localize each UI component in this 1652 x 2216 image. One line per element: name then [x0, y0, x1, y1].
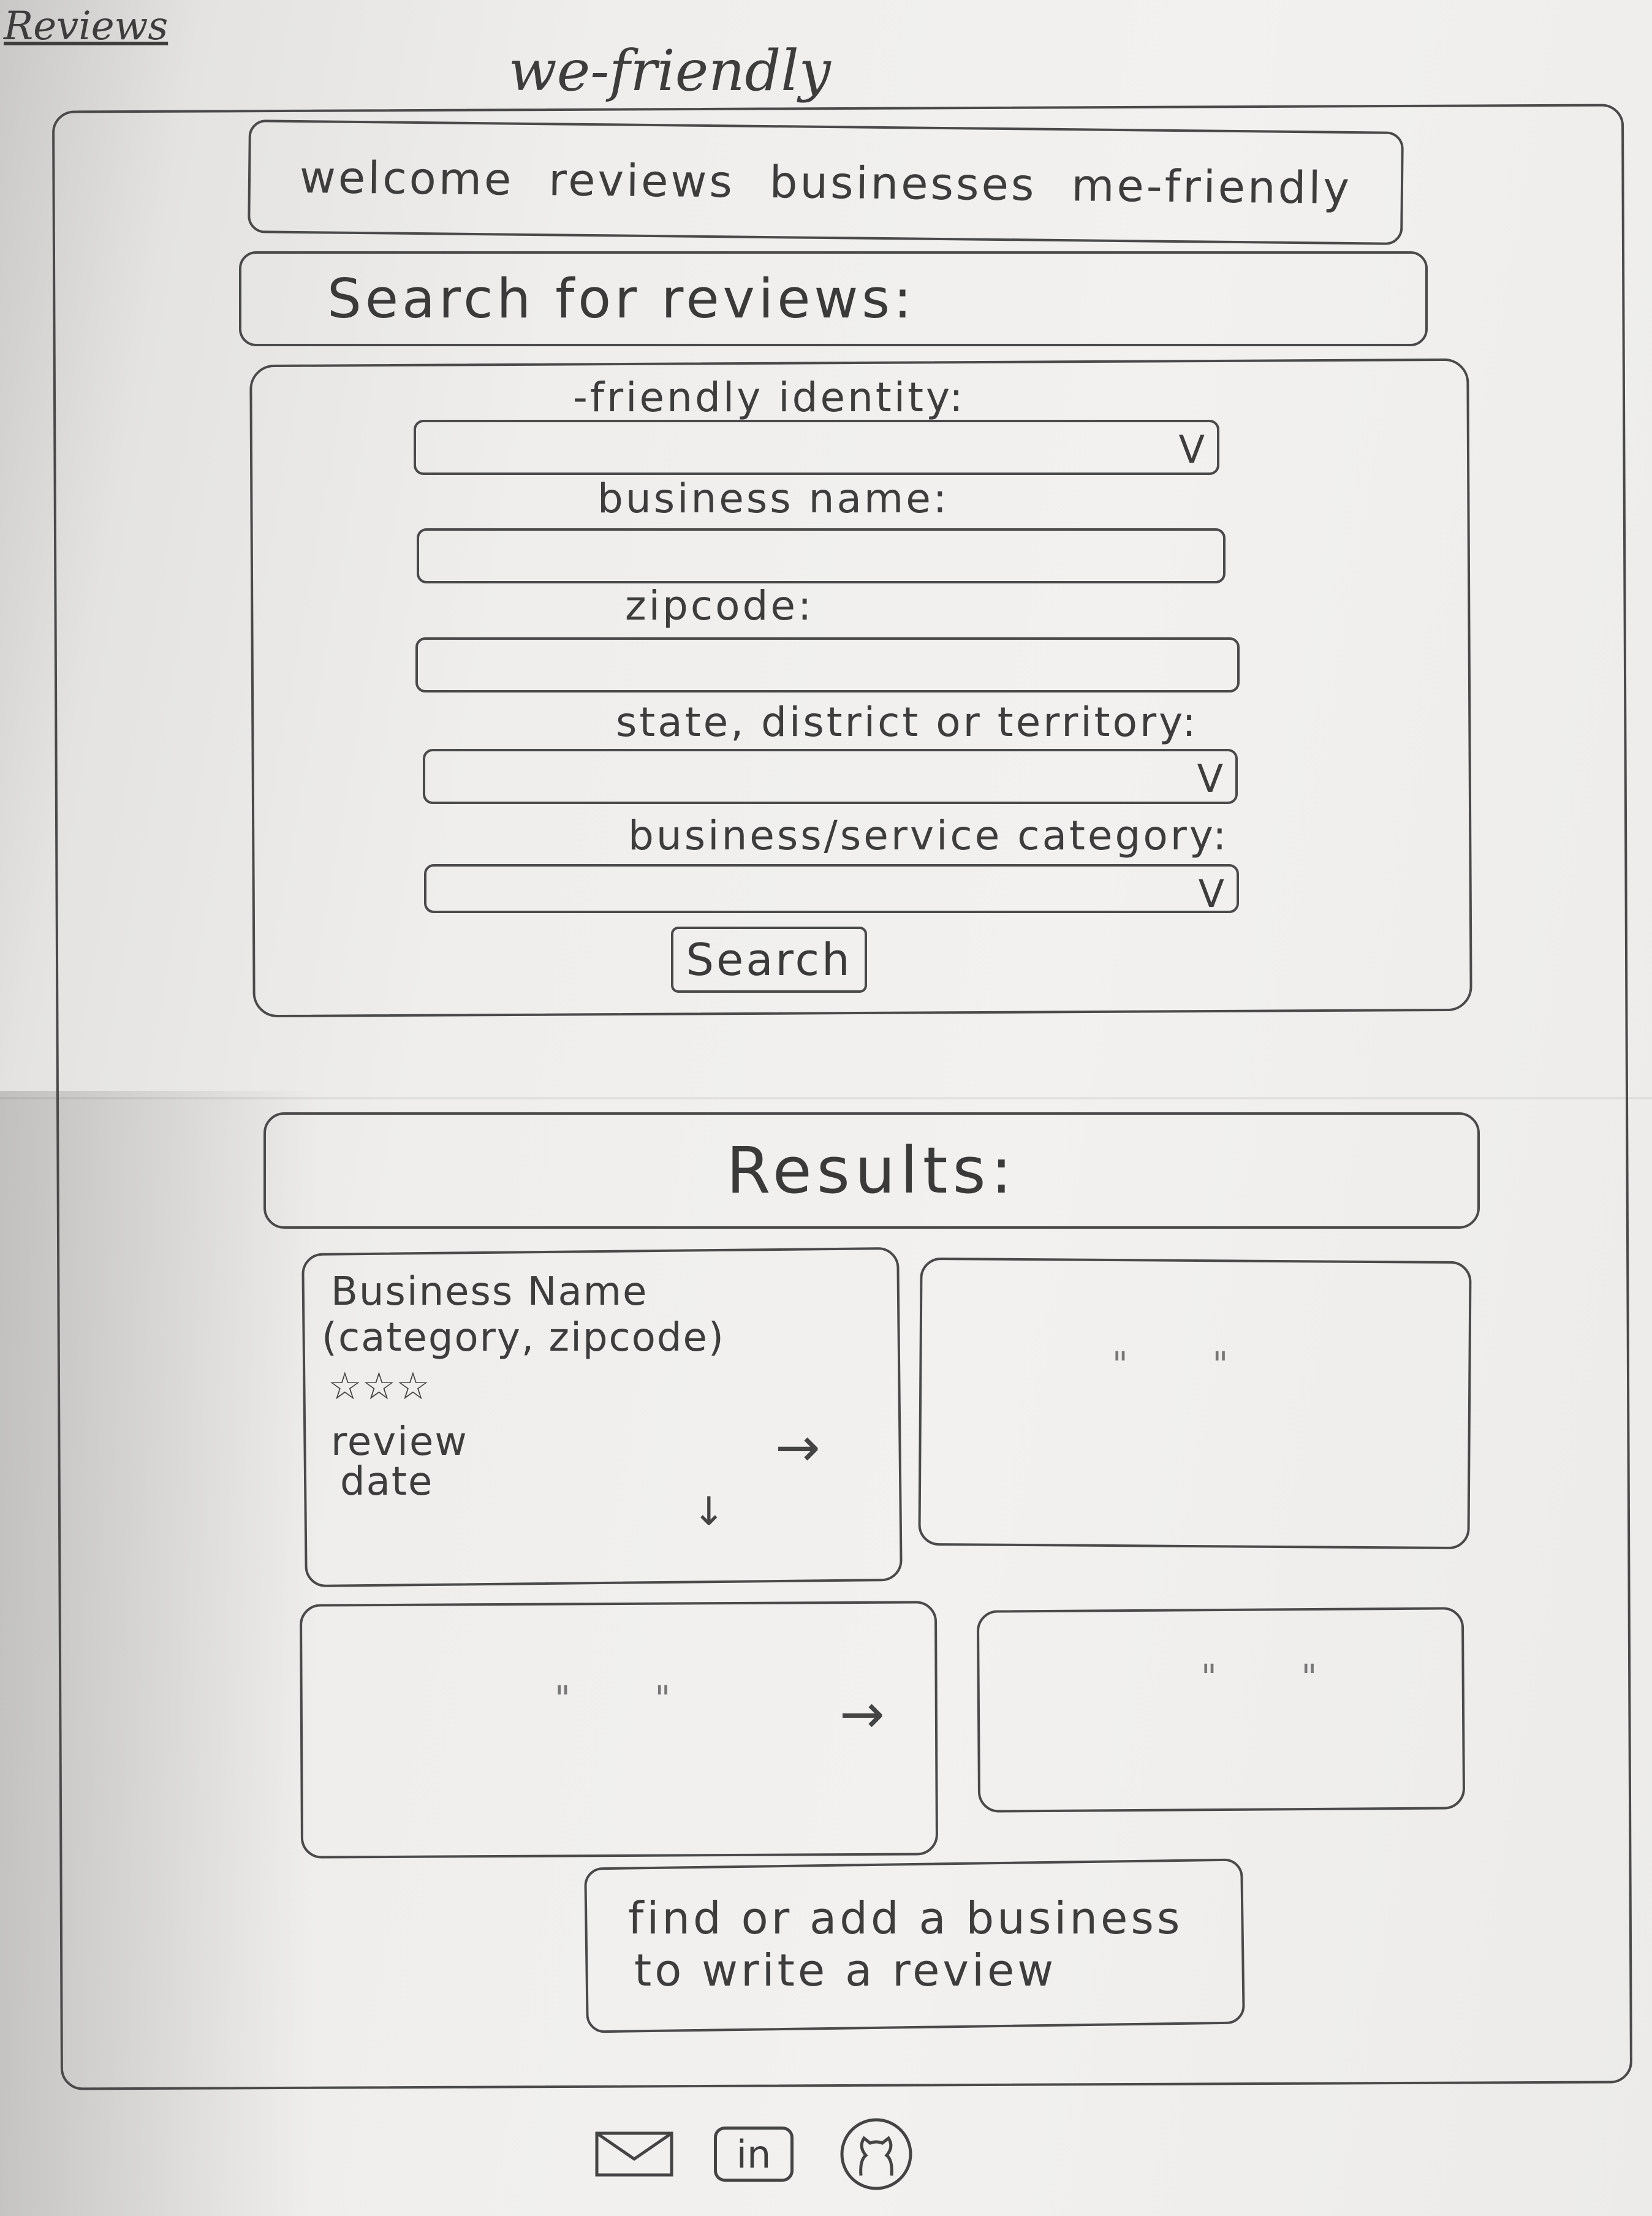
identity-label: -friendly identity:	[573, 374, 966, 421]
identity-select[interactable]: V	[414, 420, 1219, 475]
search-heading: Search for reviews:	[327, 267, 915, 330]
linkedin-label: in	[714, 2127, 794, 2182]
nav-reviews[interactable]: reviews	[548, 153, 735, 207]
page-label: Reviews	[4, 4, 169, 49]
github-icon[interactable]	[833, 2117, 919, 2191]
business-meta: (category, zipcode)	[322, 1315, 725, 1360]
cta-line-1: find or add a business	[628, 1892, 1183, 1944]
brand-logo[interactable]: we-friendly	[509, 38, 831, 104]
result-card[interactable]	[976, 1607, 1466, 1813]
review-text: review	[331, 1419, 468, 1465]
mail-icon[interactable]	[594, 2123, 674, 2185]
nav-businesses[interactable]: businesses	[769, 156, 1037, 211]
business-name: Business Name	[331, 1269, 648, 1315]
arrow-right-icon[interactable]: →	[775, 1416, 820, 1479]
category-select[interactable]: V	[424, 864, 1239, 916]
ditto-mark: " "	[1201, 1658, 1354, 1698]
results-heading-bar: Results:	[263, 1112, 1480, 1229]
cta-line-2: to write a review	[634, 1945, 1057, 1996]
rating-stars-icon: ☆☆☆	[328, 1364, 430, 1408]
state-label: state, district or territory:	[616, 699, 1199, 746]
review-date: date	[340, 1459, 434, 1505]
nav-me-friendly[interactable]: me-friendly	[1070, 159, 1352, 214]
category-label: business/service category:	[628, 812, 1229, 859]
search-button[interactable]: Search	[671, 927, 867, 993]
business-name-label: business name:	[597, 475, 950, 522]
ditto-mark: " "	[555, 1679, 708, 1719]
chevron-down-icon: V	[1178, 427, 1205, 472]
ditto-mark: " "	[1112, 1345, 1265, 1385]
business-name-input[interactable]	[417, 528, 1226, 583]
nav-welcome[interactable]: welcome	[299, 151, 514, 205]
chevron-down-icon: V	[1197, 756, 1223, 801]
top-nav: welcome reviews businesses me-friendly	[248, 120, 1404, 245]
result-card[interactable]	[918, 1257, 1472, 1550]
state-select[interactable]: V	[423, 749, 1238, 804]
linkedin-icon[interactable]: in	[714, 2123, 794, 2185]
results-heading: Results:	[726, 1133, 1017, 1208]
search-heading-bar: Search for reviews:	[239, 251, 1428, 346]
arrow-down-icon[interactable]: ↓	[692, 1489, 726, 1535]
zipcode-input[interactable]	[415, 637, 1240, 692]
zipcode-label: zipcode:	[625, 582, 814, 629]
arrow-right-icon[interactable]: →	[839, 1682, 885, 1745]
chevron-down-icon: V	[1198, 871, 1224, 916]
